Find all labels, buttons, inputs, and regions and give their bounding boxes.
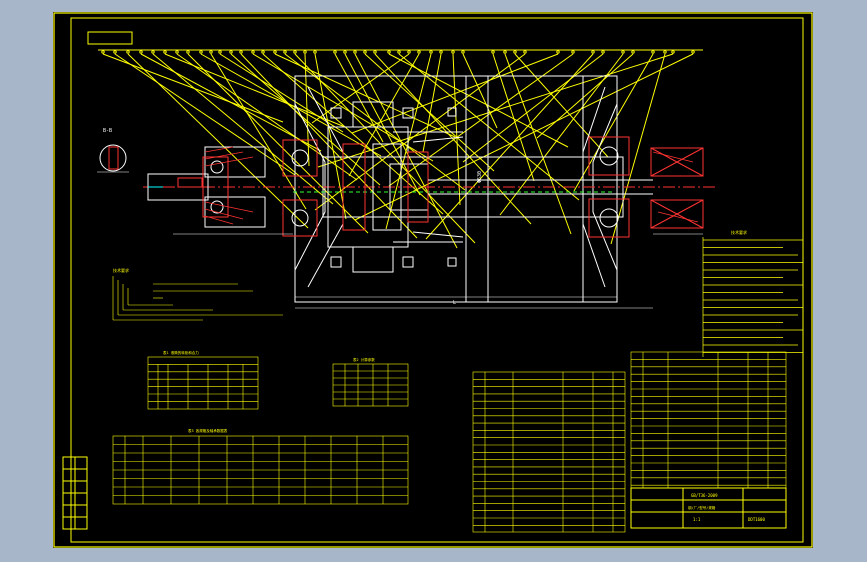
diameter-dim: Φ630	[477, 171, 483, 183]
title-block: GB/T36-2009 钢/厂/型号/规格 DDT1600 1:1	[630, 487, 787, 529]
parts-list	[472, 351, 787, 533]
left-note-title: 技术要求	[113, 267, 129, 273]
title-scale: 1:1	[693, 517, 701, 522]
table-3-title: 表3 各规格及轴承数据表	[188, 428, 228, 433]
table-2-title: 表2 计算参数	[353, 357, 375, 362]
section-label: B-B	[103, 128, 112, 134]
revision-strip	[62, 456, 88, 530]
tech-req-heading: 技术要求	[731, 229, 747, 235]
table-1-title: 表1 滚筒的转矩和合力	[163, 350, 199, 355]
drum-assembly: Φ630 L	[143, 75, 718, 309]
outer-frame	[53, 12, 813, 548]
corner-tab	[87, 31, 133, 45]
table-1: 表1 滚筒的转矩和合力	[147, 350, 259, 410]
length-dim: L	[453, 300, 456, 306]
inner-frame	[70, 17, 804, 543]
section-view-bb: B-B	[97, 128, 129, 173]
drawing-sheet[interactable]: Φ630 L B-B 技术要求	[53, 12, 813, 548]
tech-requirements: 技术要求	[702, 229, 803, 357]
table-2: 表2 计算参数	[332, 357, 409, 407]
drawing-canvas[interactable]: Φ630 L B-B 技术要求	[53, 12, 813, 548]
left-note-block: 技术要求	[112, 267, 283, 321]
table-3: 表3 各规格及轴承数据表	[112, 428, 409, 505]
title-code: DDT1600	[748, 517, 765, 522]
title-sub: 钢/厂/型号/规格	[688, 505, 716, 510]
title-name: GB/T36-2009	[691, 493, 718, 498]
